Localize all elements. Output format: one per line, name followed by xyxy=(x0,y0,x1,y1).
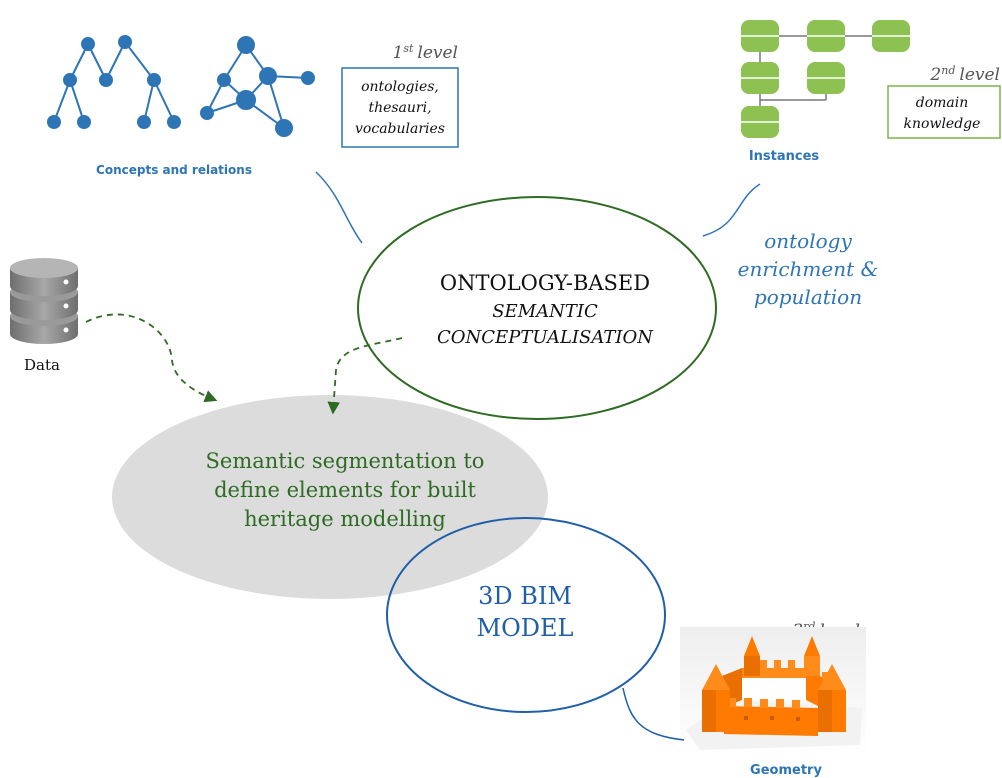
second-level-box-line: domain xyxy=(916,95,969,111)
first-level-box-line: ontologies, xyxy=(361,79,439,95)
segmentation-line: Semantic segmentation to xyxy=(206,449,485,473)
instance-graph-icon xyxy=(741,20,910,138)
first-level-box-line: vocabularies xyxy=(355,121,445,137)
tree-graph-icon xyxy=(47,35,181,129)
bim-line: MODEL xyxy=(477,614,574,642)
first-level-box xyxy=(341,67,459,148)
data-label: Data xyxy=(24,356,60,374)
network-graph-icon xyxy=(200,36,315,137)
segmentation-line: define elements for built xyxy=(214,478,476,502)
connector-concepts xyxy=(315,171,363,244)
second-level-box-line: knowledge xyxy=(904,116,981,132)
bim-ellipse xyxy=(386,517,666,713)
ontology-line: SEMANTIC xyxy=(492,301,598,322)
ontology-title: ONTOLOGY-BASED xyxy=(440,271,650,295)
data-to-segmentation-arrow xyxy=(85,313,218,403)
connector-geometry xyxy=(622,687,685,741)
database-icon xyxy=(10,258,78,344)
connector-instances xyxy=(702,183,761,237)
segmentation-ellipse xyxy=(112,395,548,599)
second-level-box xyxy=(887,85,1001,139)
enrichment-line: enrichment & xyxy=(738,257,879,281)
ontology-ellipse xyxy=(357,196,717,420)
castle-3d-icon xyxy=(680,627,866,757)
ontology-line: CONCEPTUALISATION xyxy=(437,327,654,348)
enrichment-line: ontology xyxy=(764,229,852,253)
instances-label: Instances xyxy=(749,149,820,164)
first-level-box-line: thesauri, xyxy=(368,100,431,116)
ontology-to-segmentation-arrow xyxy=(327,337,403,415)
geometry-label: Geometry xyxy=(750,763,822,778)
enrichment-line: population xyxy=(754,285,862,309)
segmentation-line: heritage modelling xyxy=(244,507,446,531)
concepts-label: Concepts and relations xyxy=(96,163,252,177)
bim-line: 3D BIM xyxy=(478,582,572,610)
